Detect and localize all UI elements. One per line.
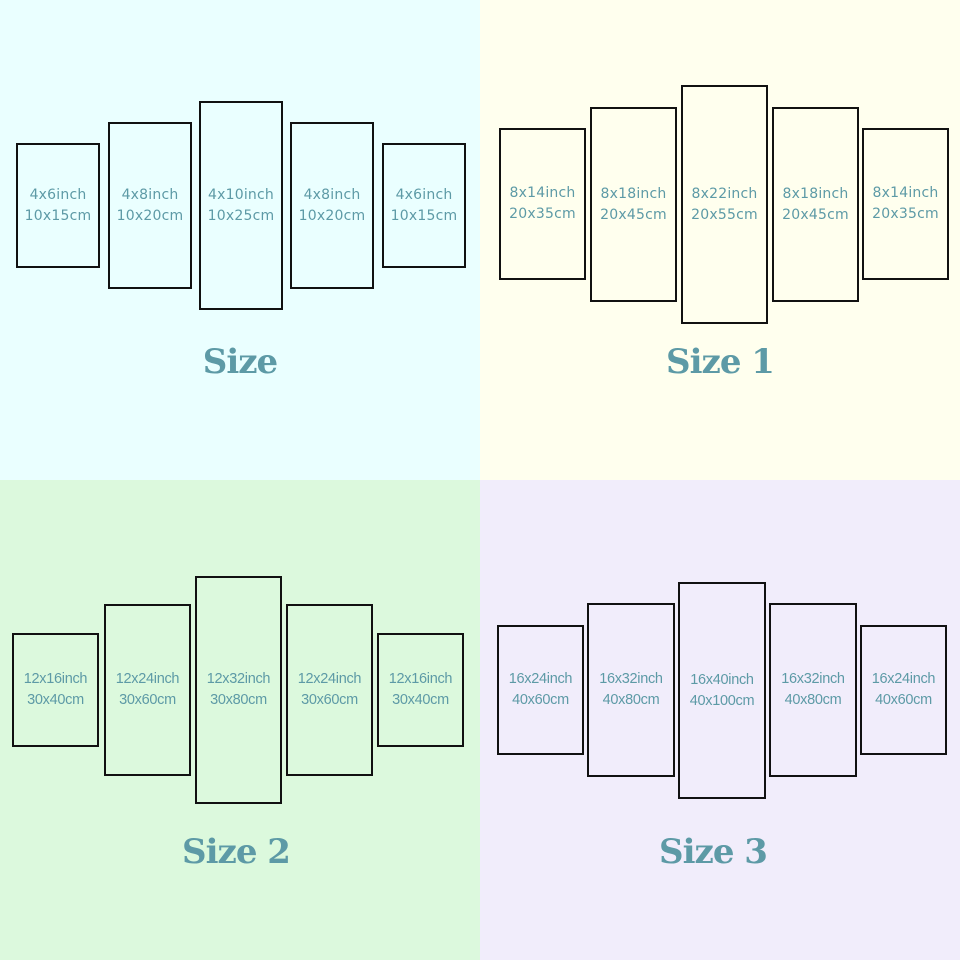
panel-inch-label: 8x14inch xyxy=(509,185,576,201)
panel-cm-label: 40x100cm xyxy=(689,692,755,709)
size-1-label: Size 1 xyxy=(666,342,775,382)
panel-frame-center: 4x10inch 10x25cm xyxy=(199,101,283,310)
panel-cm-label: 40x60cm xyxy=(875,692,932,708)
panel-inch-label: 4x6inch xyxy=(29,186,87,203)
panel-inch-label: 16x32inch xyxy=(599,671,663,687)
panel-frame-left-medium: 8x18inch 20x45cm xyxy=(590,107,677,302)
panel-inch-label: 16x40inch xyxy=(690,671,754,688)
panel-cm-label: 40x80cm xyxy=(602,692,660,708)
panel-cm-label: 10x15cm xyxy=(390,207,458,224)
size-3-quadrant: 16x24inch 40x60cm 16x32inch 40x80cm 16x4… xyxy=(480,480,960,960)
panel-frame-right-small: 8x14inch 20x35cm xyxy=(862,128,949,280)
panel-cm-label: 30x80cm xyxy=(210,692,267,708)
panel-inch-label: 16x24inch xyxy=(508,671,573,687)
panel-frame-left-medium: 12x24inch 30x60cm xyxy=(104,604,191,776)
panel-inch-label: 12x24inch xyxy=(115,671,180,687)
panel-frame-right-medium: 12x24inch 30x60cm xyxy=(286,604,373,776)
panel-inch-label: 4x6inch xyxy=(395,186,453,203)
panel-cm-label: 40x80cm xyxy=(784,692,842,708)
panel-cm-label: 20x45cm xyxy=(600,206,667,223)
panel-frame-left-small: 4x6inch 10x15cm xyxy=(16,143,100,268)
panel-inch-label: 12x24inch xyxy=(297,671,362,687)
panel-cm-label: 20x35cm xyxy=(509,206,576,222)
panel-frame-right-small: 12x16inch 30x40cm xyxy=(377,633,464,747)
panel-cm-label: 10x25cm xyxy=(207,207,275,224)
panel-frame-right-small: 16x24inch 40x60cm xyxy=(860,625,947,755)
panel-cm-label: 10x15cm xyxy=(24,207,92,224)
panel-cm-label: 20x45cm xyxy=(782,206,849,223)
panel-frame-center: 12x32inch 30x80cm xyxy=(195,576,282,804)
panel-inch-label: 16x32inch xyxy=(781,671,845,687)
panel-inch-label: 12x16inch xyxy=(388,671,453,687)
panel-inch-label: 8x22inch xyxy=(691,185,758,202)
panel-frame-left-small: 16x24inch 40x60cm xyxy=(497,625,584,755)
panel-inch-label: 4x10inch xyxy=(208,186,274,203)
panel-cm-label: 30x40cm xyxy=(27,692,84,708)
panel-frame-right-small: 4x6inch 10x15cm xyxy=(382,143,466,268)
size-quadrant: 4x6inch 10x15cm 4x8inch 10x20cm 4x10inch… xyxy=(0,0,480,480)
size-2-quadrant: 12x16inch 30x40cm 12x24inch 30x60cm 12x3… xyxy=(0,480,480,960)
panel-inch-label: 12x32inch xyxy=(206,671,271,687)
size-2-label: Size 2 xyxy=(182,832,291,872)
panel-inch-label: 4x8inch xyxy=(121,186,179,203)
panel-cm-label: 10x20cm xyxy=(116,207,184,224)
panel-frame-right-medium: 4x8inch 10x20cm xyxy=(290,122,374,289)
size-3-label: Size 3 xyxy=(659,832,768,872)
panel-cm-label: 30x60cm xyxy=(119,692,176,708)
panel-cm-label: 30x40cm xyxy=(392,692,449,708)
panel-frame-center: 16x40inch 40x100cm xyxy=(678,582,766,799)
panel-frame-left-medium: 16x32inch 40x80cm xyxy=(587,603,675,777)
panel-inch-label: 8x18inch xyxy=(600,185,667,202)
panel-inch-label: 16x24inch xyxy=(871,671,936,687)
panel-cm-label: 30x60cm xyxy=(301,692,358,708)
size-label: Size xyxy=(202,342,278,382)
panel-inch-label: 8x18inch xyxy=(782,185,849,202)
panel-inch-label: 4x8inch xyxy=(303,186,361,203)
panel-frame-right-medium: 8x18inch 20x45cm xyxy=(772,107,859,302)
panel-inch-label: 12x16inch xyxy=(23,671,88,687)
panel-cm-label: 20x35cm xyxy=(872,206,939,222)
panel-inch-label: 8x14inch xyxy=(872,185,939,201)
size-1-quadrant: 8x14inch 20x35cm 8x18inch 20x45cm 8x22in… xyxy=(480,0,960,480)
panel-frame-left-small: 12x16inch 30x40cm xyxy=(12,633,99,747)
panel-frame-left-small: 8x14inch 20x35cm xyxy=(499,128,586,280)
panel-frame-left-medium: 4x8inch 10x20cm xyxy=(108,122,192,289)
panel-frame-right-medium: 16x32inch 40x80cm xyxy=(769,603,857,777)
panel-cm-label: 10x20cm xyxy=(298,207,366,224)
panel-cm-label: 20x55cm xyxy=(691,206,758,223)
panel-frame-center: 8x22inch 20x55cm xyxy=(681,85,768,324)
panel-cm-label: 40x60cm xyxy=(512,692,569,708)
